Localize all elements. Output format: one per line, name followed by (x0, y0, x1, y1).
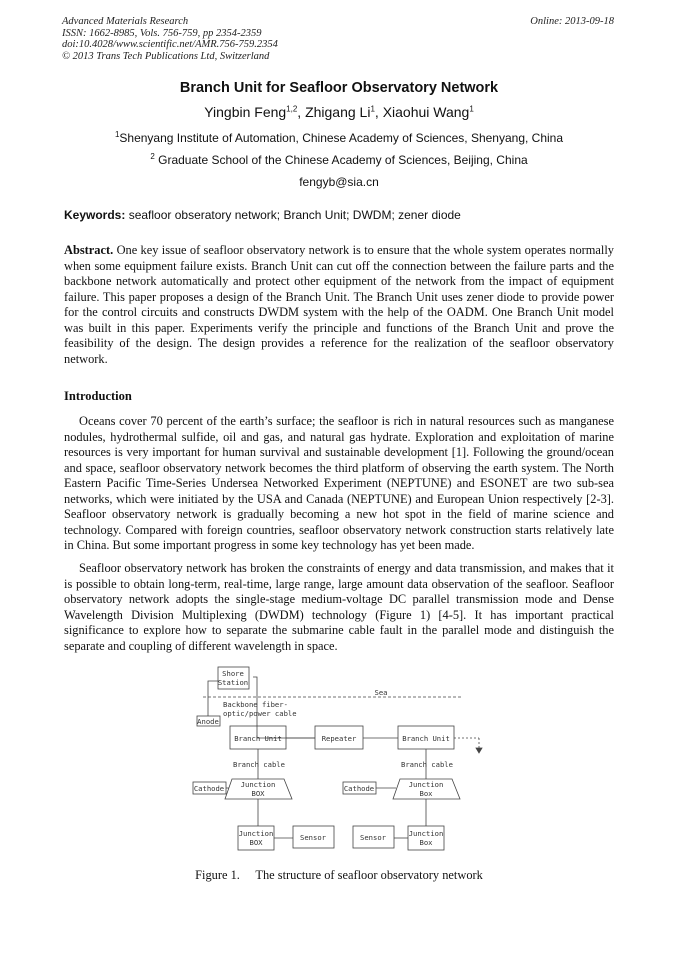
abstract-label: Abstract. (64, 243, 114, 257)
author-affil-mark: 1 (370, 104, 375, 114)
junction-label: Junction (409, 829, 444, 838)
section-heading-introduction: Introduction (64, 389, 132, 403)
doi-line: doi:10.4028/www.scientific.net/AMR.756-7… (62, 39, 278, 50)
journal-header: Advanced Materials Research ISSN: 1662-8… (62, 16, 278, 62)
keywords-line: Keywords: seafloor obseratory network; B… (64, 208, 461, 222)
sensor-label: Sensor (360, 833, 387, 842)
figure-caption: Figure 1. The structure of seafloor obse… (0, 868, 678, 883)
network-structure-diagram: Shore Station Sea Backbone fiber- optic/… (192, 666, 483, 851)
intro-paragraph-2: Seafloor observatory network has broken … (64, 561, 614, 653)
affiliation-mark: 1 (114, 130, 120, 139)
anode-label: Anode (197, 717, 219, 726)
shore-station-box (217, 666, 250, 690)
affiliation-text: Shenyang Institute of Automation, Chines… (119, 131, 564, 145)
author-name: , Zhigang Li (297, 104, 371, 120)
author-list: Yingbin Feng1,2, Zhigang Li1, Xiaohui Wa… (0, 104, 678, 120)
issn-line: ISSN: 1662-8985, Vols. 756-759, pp 2354-… (62, 27, 262, 39)
repeater-box (314, 725, 364, 750)
keywords-text: seafloor obseratory network; Branch Unit… (128, 208, 461, 222)
backbone-label-2: optic/power cable (223, 709, 297, 718)
branch-unit-label: Branch Unit (234, 734, 282, 743)
junction-label: Junction (239, 829, 274, 838)
affiliation-mark: 2 (150, 152, 155, 161)
junction-label: Junction (409, 780, 444, 789)
affiliation-text: Graduate School of the Chinese Academy o… (158, 153, 528, 167)
station-label: Station (218, 678, 248, 687)
junction-box-shape (392, 778, 461, 800)
sensor-label: Sensor (300, 833, 327, 842)
journal-name: Advanced Materials Research (62, 16, 189, 27)
anode-line (207, 680, 218, 716)
cathode-label: Cathode (344, 784, 374, 793)
copyright-line: © 2013 Trans Tech Publications Ltd, Swit… (62, 50, 270, 62)
branch-unit-label: Branch Unit (402, 734, 450, 743)
sea-label: Sea (375, 688, 388, 697)
paper-title: Branch Unit for Seafloor Observatory Net… (179, 80, 499, 96)
abstract-text: One key issue of seafloor observatory ne… (64, 243, 614, 366)
branch-cable-label: Branch cable (401, 760, 453, 769)
figure-caption-text: The structure of seafloor observatory ne… (255, 868, 483, 882)
cathode-label: Cathode (194, 784, 224, 793)
junction-box-label: Box (420, 838, 434, 847)
author-affil-mark: 1,2 (286, 104, 298, 114)
affiliation-1: 1Shenyang Institute of Automation, Chine… (0, 130, 678, 146)
online-date: Online: 2013-09-18 (530, 16, 614, 27)
junction-box-label: BOX (250, 838, 264, 847)
shore-label: Shore (222, 669, 244, 678)
affiliation-2: 2 Graduate School of the Chinese Academy… (0, 152, 678, 168)
backbone-label-1: Backbone fiber- (223, 700, 288, 709)
anode-box (196, 715, 221, 727)
junction-box-label: Box (420, 789, 434, 798)
sensor-box (352, 825, 395, 849)
figure-caption-label: Figure 1. (195, 868, 240, 882)
author-name: , Xiaohui Wang (374, 104, 470, 120)
author-name: Yingbin Feng (204, 104, 287, 120)
junction-box-shape (224, 778, 293, 800)
junction-box-label: BOX (252, 789, 266, 798)
branch-cable-label: Branch cable (233, 760, 285, 769)
author-email: fengyb@sia.cn (299, 175, 379, 189)
repeater-label: Repeater (322, 734, 357, 743)
intro-paragraph-1: Oceans cover 70 percent of the earth’s s… (64, 414, 614, 552)
abstract-paragraph: Abstract. One key issue of seafloor obse… (64, 243, 614, 367)
author-affil-mark: 1 (469, 104, 474, 114)
junction-label: Junction (241, 780, 276, 789)
sensor-box (292, 825, 335, 849)
keywords-label: Keywords: (64, 208, 126, 222)
